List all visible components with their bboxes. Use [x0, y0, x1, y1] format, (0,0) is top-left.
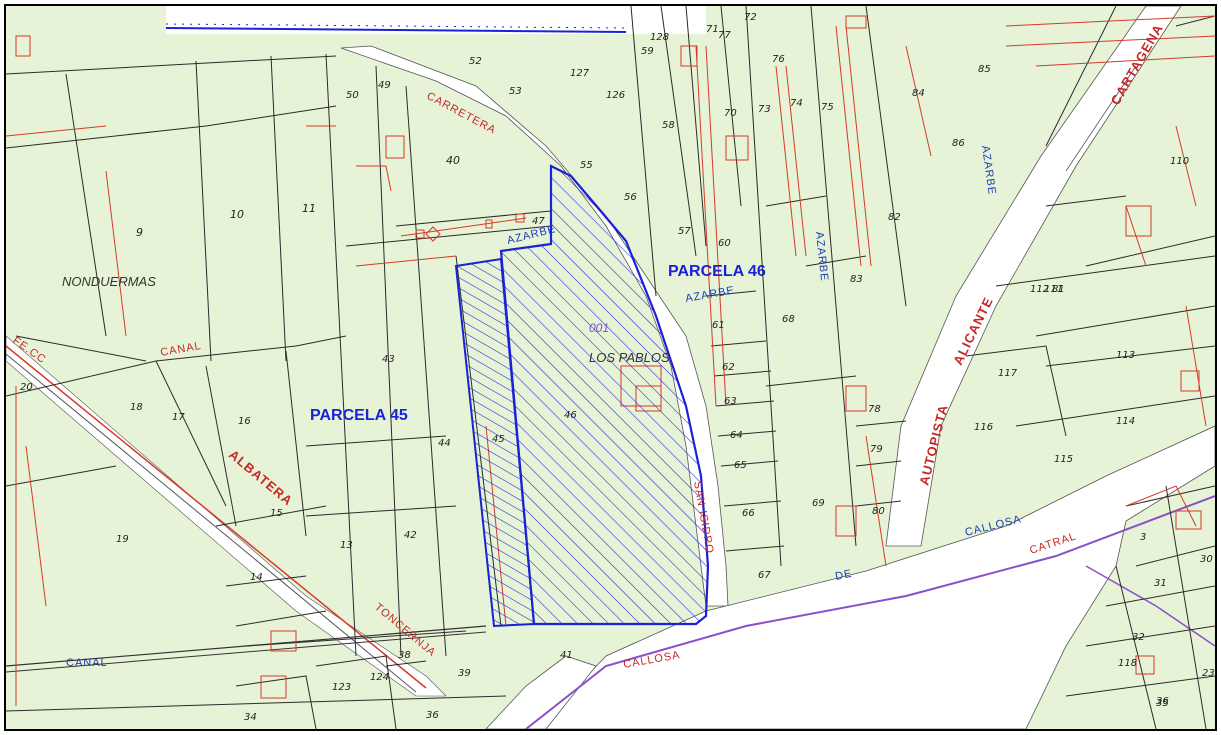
parcel-46-label: PARCELA 46 — [668, 263, 766, 280]
svg-text:114: 114 — [1116, 416, 1135, 427]
svg-text:77: 77 — [718, 30, 731, 41]
svg-text:56: 56 — [624, 192, 637, 203]
svg-text:68: 68 — [782, 314, 795, 325]
svg-text:17: 17 — [172, 412, 185, 423]
svg-text:50: 50 — [346, 90, 359, 101]
svg-text:32: 32 — [1132, 632, 1145, 643]
svg-text:76: 76 — [772, 54, 785, 65]
svg-text:65: 65 — [734, 460, 747, 471]
railway-line — [165, 27, 627, 33]
svg-text:52: 52 — [469, 56, 482, 67]
svg-text:46: 46 — [564, 410, 577, 421]
svg-text:13: 13 — [340, 540, 353, 551]
svg-text:112: 112 — [1030, 284, 1049, 295]
svg-text:111: 111 — [1044, 284, 1063, 295]
svg-text:85: 85 — [978, 64, 991, 75]
svg-text:20: 20 — [20, 382, 33, 393]
svg-text:36: 36 — [426, 710, 439, 721]
svg-text:78: 78 — [868, 404, 881, 415]
azarbe-label-3: AZARBE — [813, 231, 830, 282]
svg-text:71: 71 — [706, 24, 719, 35]
svg-text:79: 79 — [870, 444, 883, 455]
svg-text:80: 80 — [872, 506, 885, 517]
svg-text:11: 11 — [302, 202, 316, 215]
svg-text:81: 81 — [1052, 284, 1065, 295]
svg-text:40: 40 — [446, 154, 460, 167]
svg-text:126: 126 — [606, 90, 625, 101]
svg-text:3: 3 — [1140, 532, 1146, 543]
svg-text:124: 124 — [370, 672, 389, 683]
svg-text:59: 59 — [641, 46, 654, 57]
svg-text:9: 9 — [136, 226, 143, 239]
svg-text:60: 60 — [718, 238, 731, 249]
canal-label-1: CANAL — [66, 657, 108, 669]
cadastral-map: PARCELA 45 PARCELA 46 NONDUERMAS LOS PAB… — [4, 4, 1217, 731]
svg-text:62: 62 — [722, 362, 735, 373]
svg-text:41: 41 — [560, 650, 573, 661]
svg-text:117: 117 — [998, 368, 1018, 379]
svg-text:36: 36 — [1156, 696, 1169, 707]
svg-text:84: 84 — [912, 88, 925, 99]
svg-text:45: 45 — [492, 434, 505, 445]
svg-text:42: 42 — [404, 530, 417, 541]
svg-text:23: 23 — [1202, 668, 1215, 679]
autopista-road — [885, 6, 1182, 547]
svg-text:18: 18 — [130, 402, 143, 413]
svg-text:118: 118 — [1118, 658, 1137, 669]
top-road — [166, 6, 706, 34]
svg-text:123: 123 — [332, 682, 351, 693]
svg-text:30: 30 — [1200, 554, 1213, 565]
svg-text:128: 128 — [650, 32, 669, 43]
svg-text:61: 61 — [712, 320, 725, 331]
svg-text:57: 57 — [678, 226, 691, 237]
svg-text:19: 19 — [116, 534, 129, 545]
svg-text:49: 49 — [378, 80, 391, 91]
railway-diagonal — [6, 335, 447, 697]
svg-text:39: 39 — [458, 668, 471, 679]
svg-text:83: 83 — [850, 274, 863, 285]
svg-text:75: 75 — [821, 102, 834, 113]
svg-text:63: 63 — [724, 396, 737, 407]
svg-text:34: 34 — [244, 712, 257, 723]
map-canvas: PARCELA 45 PARCELA 46 NONDUERMAS LOS PAB… — [6, 6, 1215, 729]
road-de: DE — [834, 568, 853, 583]
svg-text:72: 72 — [744, 12, 757, 23]
svg-text:110: 110 — [1170, 156, 1189, 167]
svg-text:67: 67 — [758, 570, 771, 581]
svg-text:44: 44 — [438, 438, 451, 449]
svg-text:43: 43 — [382, 354, 395, 365]
zone-label: 001 — [589, 321, 609, 335]
parcel-46-area — [499, 164, 710, 626]
municipal-boundary — [525, 495, 1215, 729]
svg-text:116: 116 — [974, 422, 993, 433]
svg-text:64: 64 — [730, 430, 743, 441]
svg-text:14: 14 — [250, 572, 263, 583]
parcel-45-label: PARCELA 45 — [310, 407, 408, 424]
svg-text:16: 16 — [238, 416, 251, 427]
svg-text:58: 58 — [662, 120, 675, 131]
svg-text:113: 113 — [1116, 350, 1135, 361]
place-nonduermas: NONDUERMAS — [62, 274, 156, 289]
svg-text:73: 73 — [758, 104, 771, 115]
svg-text:53: 53 — [509, 86, 522, 97]
svg-text:38: 38 — [398, 650, 411, 661]
svg-text:66: 66 — [742, 508, 755, 519]
svg-text:115: 115 — [1054, 454, 1073, 465]
parcel-number-labels: 52 53 50 49 127 126 128 58 59 71 72 73 7… — [20, 12, 1215, 723]
svg-text:82: 82 — [888, 212, 901, 223]
svg-text:69: 69 — [812, 498, 825, 509]
svg-text:35: 35 — [1156, 698, 1169, 709]
svg-text:31: 31 — [1154, 578, 1167, 589]
svg-text:47: 47 — [532, 216, 545, 227]
svg-text:74: 74 — [790, 98, 803, 109]
svg-text:15: 15 — [270, 508, 283, 519]
svg-text:86: 86 — [952, 138, 965, 149]
svg-text:127: 127 — [570, 68, 590, 79]
place-los-pablos: LOS PABLOS — [589, 350, 670, 365]
svg-text:55: 55 — [580, 160, 593, 171]
svg-text:70: 70 — [724, 108, 737, 119]
svg-text:10: 10 — [230, 208, 244, 221]
